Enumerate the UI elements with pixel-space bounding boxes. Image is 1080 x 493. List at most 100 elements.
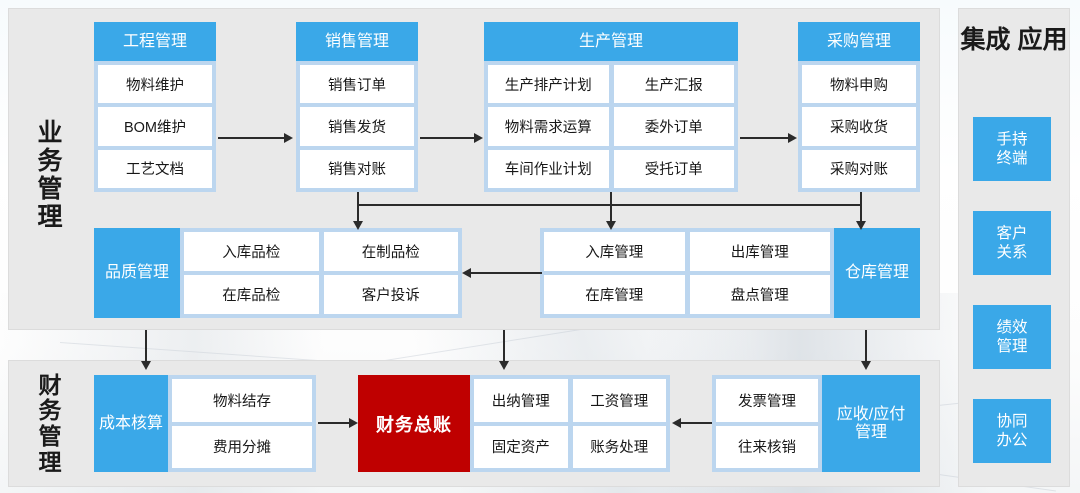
arrow-engineering-to-sales <box>218 133 294 143</box>
integration-panel-title: 集成 应用 <box>958 26 1070 55</box>
module-fixed-assets[interactable]: 固定资产 <box>474 425 568 468</box>
module-sales-delivery[interactable]: 销售发货 <box>300 107 414 146</box>
table-row: 入库品检 在制品检 <box>184 232 458 271</box>
module-outbound-management[interactable]: 出库管理 <box>689 232 830 271</box>
business-management-label: 业 务 管 理 <box>28 100 72 250</box>
arrow-quality-to-cost-accounting <box>141 330 151 370</box>
module-material-requirement-calculation[interactable]: 物料需求运算 <box>488 107 609 146</box>
group-warehouse-management[interactable]: 仓库管理 入库管理 出库管理 在库管理 盘点管理 <box>540 228 920 318</box>
table-row: 物料需求运算 委外订单 <box>488 107 734 146</box>
table-row: 销售订单 <box>300 65 414 104</box>
table-row: 工艺文档 <box>98 149 212 188</box>
module-expense-allocation[interactable]: 费用分摊 <box>172 425 312 468</box>
finance-label-char-1: 务 <box>38 397 62 424</box>
table-row: 固定资产 账务处理 <box>474 425 666 468</box>
module-sales-order[interactable]: 销售订单 <box>300 65 414 104</box>
finance-management-label: 财 务 管 理 <box>28 366 72 482</box>
module-production-report[interactable]: 生产汇报 <box>613 65 734 104</box>
table-row: 采购对账 <box>802 149 916 188</box>
group-production-header[interactable]: 生产管理 <box>484 22 738 61</box>
table-row: 在库品检 客户投诉 <box>184 275 458 314</box>
table-row: 出纳管理 工资管理 <box>474 379 666 422</box>
collaborative-office-line-0: 协同 <box>996 412 1028 430</box>
performance-management-line-0: 绩效 <box>996 318 1028 336</box>
module-instock-management[interactable]: 在库管理 <box>544 275 685 314</box>
group-cost-accounting[interactable]: 成本核算 物料结存 费用分摊 <box>94 375 316 472</box>
module-inbound-inspection[interactable]: 入库品检 <box>184 232 319 271</box>
integration-button-handheld-terminal[interactable]: 手持 终端 <box>973 117 1051 181</box>
arrow-receivable-payable-to-ledger-modules <box>672 418 712 428</box>
module-production-schedule-plan[interactable]: 生产排产计划 <box>488 65 609 104</box>
business-label-char-0: 业 <box>37 119 63 147</box>
arrow-bus-top-row-connector <box>350 192 870 230</box>
table-row: 采购收货 <box>802 107 916 146</box>
finance-label-char-2: 管 <box>38 423 62 449</box>
arrow-warehouse-to-receivable-payable <box>861 330 871 370</box>
group-general-ledger-modules[interactable]: 出纳管理 工资管理 固定资产 账务处理 <box>470 375 670 472</box>
arrow-sales-to-production <box>420 133 484 143</box>
group-production-management[interactable]: 生产管理 生产排产计划 生产汇报 物料需求运算 委外订单 车间作业计划 受托订单 <box>484 22 738 192</box>
finance-label-char-0: 财 <box>38 371 62 398</box>
table-row: 入库管理 出库管理 <box>544 232 830 271</box>
module-invoice-management[interactable]: 发票管理 <box>716 379 818 422</box>
module-material-balance[interactable]: 物料结存 <box>172 379 312 422</box>
handheld-terminal-line-0: 手持 <box>996 130 1028 148</box>
module-accounting-processing[interactable]: 账务处理 <box>572 425 666 468</box>
module-outsourcing-order[interactable]: 委外订单 <box>613 107 734 146</box>
module-material-maintenance[interactable]: 物料维护 <box>98 65 212 104</box>
integration-button-performance-management[interactable]: 绩效 管理 <box>973 305 1051 369</box>
group-receivable-payable-management[interactable]: 应收/应付 管理 发票管理 往来核销 <box>712 375 920 472</box>
table-row: 发票管理 <box>716 379 818 422</box>
receivable-payable-line-0: 应收/应付 <box>836 405 906 423</box>
business-label-char-1: 务 <box>37 147 63 175</box>
group-sales-management[interactable]: 销售管理 销售订单 销售发货 销售对账 <box>296 22 418 192</box>
module-purchase-reconciliation[interactable]: 采购对账 <box>802 149 916 188</box>
customer-relations-line-0: 客户 <box>996 224 1028 242</box>
group-engineering-management[interactable]: 工程管理 物料维护 BOM维护 工艺文档 <box>94 22 216 192</box>
arrow-cost-accounting-to-general-ledger <box>318 418 358 428</box>
receivable-payable-line-1: 管理 <box>854 423 887 441</box>
group-sales-header[interactable]: 销售管理 <box>296 22 418 61</box>
module-entrusted-order[interactable]: 受托订单 <box>613 149 734 188</box>
arrow-business-to-general-ledger <box>499 330 509 370</box>
integration-button-customer-relations[interactable]: 客户 关系 <box>973 211 1051 275</box>
collaborative-office-line-1: 办公 <box>996 432 1028 449</box>
module-material-purchase-request[interactable]: 物料申购 <box>802 65 916 104</box>
table-row: 物料维护 <box>98 65 212 104</box>
table-row: 费用分摊 <box>172 425 312 468</box>
group-quality-management[interactable]: 品质管理 入库品检 在制品检 在库品检 客户投诉 <box>94 228 462 318</box>
general-ledger-block[interactable]: 财务总账 <box>358 375 470 472</box>
integration-title-line-0: 集成 <box>960 26 1011 54</box>
module-process-document[interactable]: 工艺文档 <box>98 149 212 188</box>
group-engineering-header[interactable]: 工程管理 <box>94 22 216 61</box>
module-purchase-receipt[interactable]: 采购收货 <box>802 107 916 146</box>
arrow-warehouse-to-quality <box>462 268 542 278</box>
integration-button-collaborative-office[interactable]: 协同 办公 <box>973 399 1051 463</box>
group-purchasing-management[interactable]: 采购管理 物料申购 采购收货 采购对账 <box>798 22 920 192</box>
module-inbound-management[interactable]: 入库管理 <box>544 232 685 271</box>
group-cost-accounting-header[interactable]: 成本核算 <box>94 375 168 472</box>
module-wip-inspection[interactable]: 在制品检 <box>323 232 458 271</box>
module-workshop-operation-plan[interactable]: 车间作业计划 <box>488 149 609 188</box>
arrow-production-to-purchasing <box>740 133 798 143</box>
group-purchasing-header[interactable]: 采购管理 <box>798 22 920 61</box>
group-warehouse-header[interactable]: 仓库管理 <box>834 228 920 318</box>
table-row: 车间作业计划 受托订单 <box>488 149 734 188</box>
table-row: 在库管理 盘点管理 <box>544 275 830 314</box>
performance-management-line-1: 管理 <box>996 338 1028 355</box>
module-instock-inspection[interactable]: 在库品检 <box>184 275 319 314</box>
table-row: 销售发货 <box>300 107 414 146</box>
handheld-terminal-line-1: 终端 <box>996 150 1028 167</box>
module-settlement-writeoff[interactable]: 往来核销 <box>716 425 818 468</box>
table-row: 往来核销 <box>716 425 818 468</box>
integration-title-line-1: 应用 <box>1017 26 1068 54</box>
module-stocktaking-management[interactable]: 盘点管理 <box>689 275 830 314</box>
module-payroll-management[interactable]: 工资管理 <box>572 379 666 422</box>
table-row: BOM维护 <box>98 107 212 146</box>
group-receivable-payable-header[interactable]: 应收/应付 管理 <box>822 375 920 472</box>
module-cashier-management[interactable]: 出纳管理 <box>474 379 568 422</box>
group-quality-header[interactable]: 品质管理 <box>94 228 180 318</box>
module-bom-maintenance[interactable]: BOM维护 <box>98 107 212 146</box>
module-sales-reconciliation[interactable]: 销售对账 <box>300 149 414 188</box>
module-customer-complaint[interactable]: 客户投诉 <box>323 275 458 314</box>
